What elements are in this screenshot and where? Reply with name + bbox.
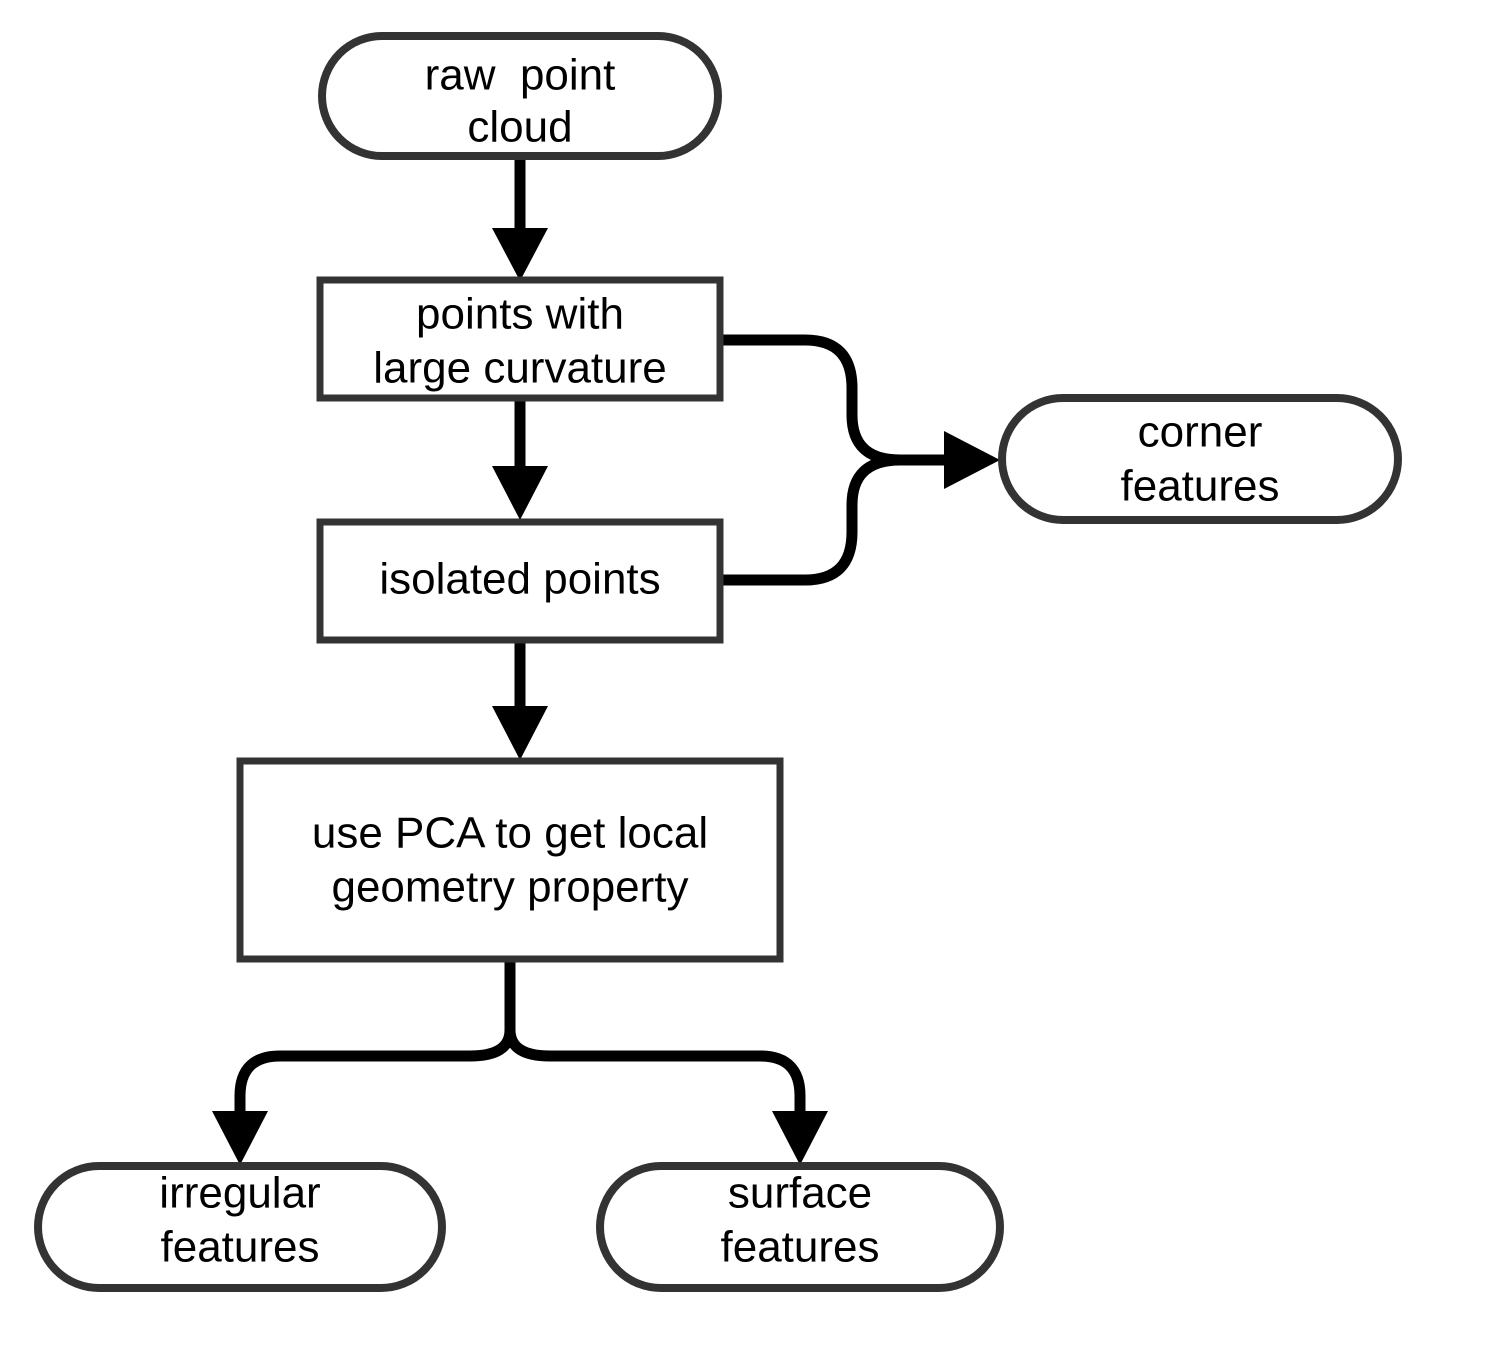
node-label-line2: large curvature bbox=[373, 344, 666, 393]
arrow-head-icon bbox=[492, 228, 548, 281]
node-label-line1: use PCA to get local bbox=[312, 809, 708, 858]
node-use-pca[interactable]: use PCA to get local geometry property bbox=[236, 757, 784, 963]
node-shape-rect bbox=[236, 757, 784, 963]
node-raw-point-cloud[interactable]: raw point cloud bbox=[318, 32, 722, 160]
edge-curvature-and-isolated-to-corner bbox=[723, 334, 1000, 586]
node-label-line1: surface bbox=[728, 1169, 872, 1218]
edge-isolated-to-pca bbox=[492, 640, 548, 760]
arrow-head-icon bbox=[212, 1111, 268, 1165]
edge-raw-to-curvature bbox=[492, 152, 548, 281]
node-points-with-large-curvature[interactable]: points with large curvature bbox=[316, 276, 724, 402]
edge-pca-to-branches bbox=[212, 960, 828, 1165]
node-shape-stadium bbox=[596, 1162, 1004, 1292]
edge-line-to-surface bbox=[504, 960, 806, 1116]
node-label-line2: features bbox=[721, 1223, 880, 1272]
edge-line-from-curvature bbox=[723, 334, 901, 466]
node-shape-stadium bbox=[998, 394, 1402, 524]
node-label-line2: cloud bbox=[467, 103, 572, 152]
node-label-line2: features bbox=[161, 1223, 320, 1272]
arrow-head-icon bbox=[944, 431, 1000, 489]
arrow-head-icon bbox=[492, 706, 548, 760]
node-corner-features[interactable]: corner features bbox=[998, 394, 1402, 524]
edge-line-to-irregular bbox=[234, 960, 516, 1116]
node-shape-rect bbox=[316, 518, 724, 644]
node-isolated-points[interactable]: isolated points bbox=[316, 518, 724, 644]
node-surface-features[interactable]: surface features bbox=[596, 1162, 1004, 1292]
edge-line-from-isolated bbox=[723, 454, 901, 586]
node-shape-rect bbox=[316, 276, 724, 402]
node-irregular-features[interactable]: irregular features bbox=[34, 1162, 446, 1292]
node-label-line1: points with bbox=[416, 290, 624, 339]
node-label-line1: corner bbox=[1138, 408, 1263, 457]
node-label-line1: isolated points bbox=[379, 555, 660, 604]
arrow-head-icon bbox=[772, 1111, 828, 1165]
edge-curvature-to-isolated bbox=[492, 398, 548, 520]
arrow-head-icon bbox=[492, 466, 548, 520]
node-label-line2: features bbox=[1121, 462, 1280, 511]
node-label-line1: irregular bbox=[159, 1169, 320, 1218]
node-shape-stadium bbox=[34, 1162, 446, 1292]
node-label-line2: geometry property bbox=[331, 863, 688, 912]
node-shape-stadium bbox=[318, 32, 722, 160]
node-label-line1: raw point bbox=[425, 51, 616, 100]
